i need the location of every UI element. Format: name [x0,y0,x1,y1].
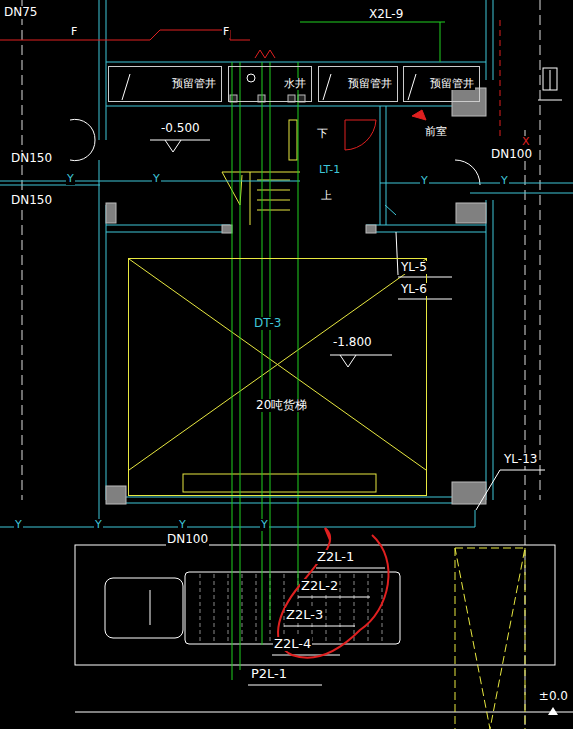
shaft-marks [122,50,416,100]
stair [222,120,300,225]
shaft-box: 预留管井 [403,66,480,102]
drawing-label: -1.800 [332,336,373,349]
level-mark [548,707,558,715]
drawing-label: DN100 [490,148,533,161]
shaft-label: 预留管井 [347,78,393,90]
drawing-label: ±0.0 [538,690,569,703]
pipe-mark: Y [14,519,23,531]
drawing-label: X2L-9 [368,8,404,21]
yellow-triangle [455,548,525,729]
drawing-label: DN100 [166,533,209,546]
drawing-label: F [222,26,230,38]
drawing-label: 下 [316,128,329,140]
pipe-mark: Y [178,519,187,531]
drawing-label: Z2L-1 [316,550,355,564]
drawing-label: 上 [320,190,333,202]
fire-pipes [0,30,250,40]
drawing-label: X [521,136,531,148]
elevator-box: DT-3 20吨货梯 [128,258,427,496]
drawing-label: 前室 [424,126,448,138]
pipe-mark: Y [420,175,429,187]
drawing-label: P2L-1 [250,667,288,681]
shaft-label: 预留管井 [429,78,475,90]
drawing-label: LT-1 [318,164,341,176]
elevator-shaft [129,259,426,492]
valves [230,95,305,102]
drawing-label: -0.500 [160,122,201,135]
columns [106,88,486,504]
axis-lines [22,0,540,729]
door-arcs [70,68,562,185]
drawing-label: DN75 [3,6,39,19]
drawing-label: YL-6 [400,283,428,296]
pipe-mark: Y [66,173,75,185]
pipe-mark: Y [500,175,509,187]
pipe-mark: Y [94,519,103,531]
drawing-label: DN150 [10,194,53,207]
drawing-label: Z2L-2 [300,579,339,593]
leader-lines [150,140,545,685]
ramp-steps [200,574,382,642]
elevator-label: 20吨货梯 [255,399,308,412]
shaft-box: 预留管井 [108,66,222,102]
drawing-label: F [70,26,78,38]
elevator-label: DT-3 [253,317,282,330]
drawing-label: DN150 [10,152,53,165]
wall-lines [99,0,493,520]
riser-pipes [232,22,445,680]
pipe-mark: Y [260,519,269,531]
door-symbols [345,20,500,150]
drawing-label: Z2L-4 [273,637,312,651]
shaft-label: 水井 [283,78,307,90]
shaft-box: 预留管井 [318,66,398,102]
drawing-label: Z2L-3 [285,608,324,622]
pipe-mark: Y [152,173,161,185]
shaft-label: 预留管井 [171,78,217,90]
drawing-label: YL-5 [400,261,428,274]
drawing-label: YL-13 [503,453,538,466]
shaft-box: 水井 [228,66,312,102]
water-pipes [0,181,573,527]
